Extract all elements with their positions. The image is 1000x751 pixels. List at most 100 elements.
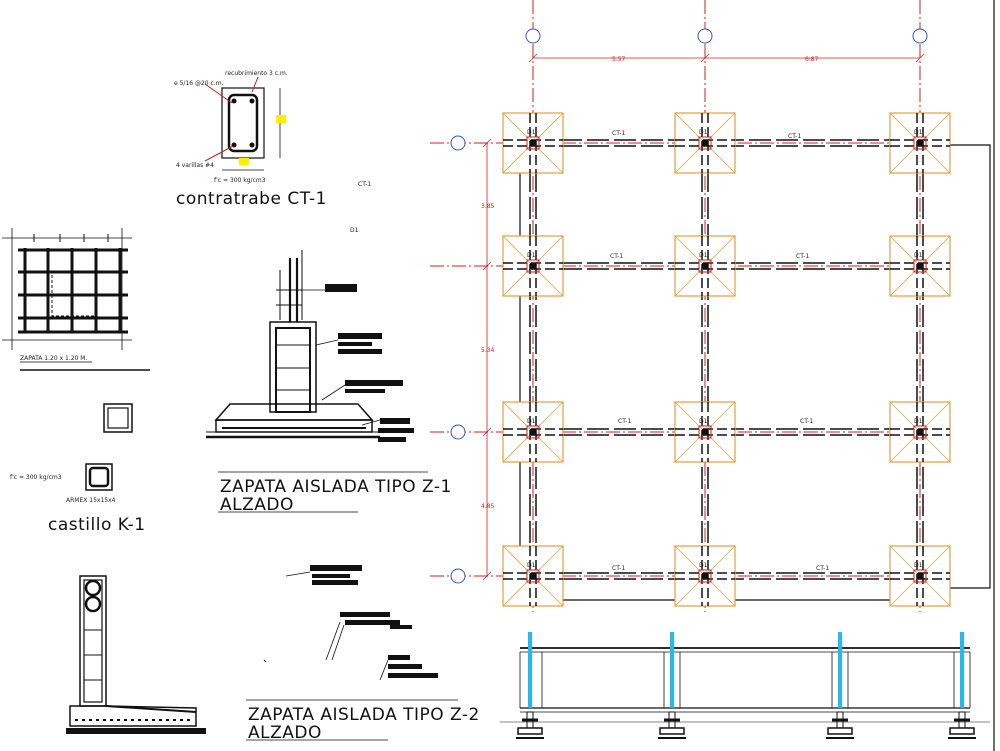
z1-elevation: ZAPATA AISLADA TIPO Z-1 ALZADO xyxy=(206,250,452,515)
footing: D1 xyxy=(502,112,564,174)
dim-label-y: 3.85 xyxy=(481,203,495,210)
castillo-title: castillo K-1 xyxy=(48,515,146,535)
bars-note: 4 varillas #4 xyxy=(176,162,214,169)
redacted-label xyxy=(345,389,385,393)
redacted-label xyxy=(345,380,403,386)
pedestal xyxy=(698,136,712,150)
redacted-label xyxy=(388,655,410,660)
loose-d1-label: D1 xyxy=(350,227,359,234)
rebar xyxy=(84,579,102,597)
z1-subtitle: ALZADO xyxy=(220,495,294,515)
beam-label: CT-1 xyxy=(610,253,623,260)
elevation-column xyxy=(670,632,674,708)
column xyxy=(917,263,923,269)
redacted-label xyxy=(340,612,390,617)
beam-label: CT-1 xyxy=(612,565,625,572)
column xyxy=(917,140,923,146)
rebar xyxy=(249,142,255,148)
z2-title: ZAPATA AISLADA TIPO Z-2 xyxy=(248,705,480,725)
footing: D1 xyxy=(889,235,951,297)
redacted-label xyxy=(390,625,412,629)
column xyxy=(702,263,708,269)
footing-label: D1 xyxy=(699,129,708,136)
footing-label: D1 xyxy=(699,562,708,569)
redacted-label xyxy=(378,437,406,442)
zapata-plan: ZAPATA 1.20 x 1.20 M. xyxy=(2,228,150,371)
dim-label-y: 5.34 xyxy=(481,347,495,354)
column xyxy=(702,429,708,435)
concrete-note: f'c = 300 kg/cm3 xyxy=(214,177,266,184)
footing: D1 xyxy=(674,235,736,297)
footing-label: D1 xyxy=(914,562,923,569)
redacted-label xyxy=(338,349,382,354)
footing-base xyxy=(949,727,975,735)
castillo-armex: ARMEX 15x15x4 xyxy=(66,497,116,504)
axis-bubble xyxy=(697,28,713,44)
column xyxy=(530,140,536,146)
beam-label: CT-1 xyxy=(796,253,809,260)
footing: D1 xyxy=(889,401,951,463)
contratrabe-title: contratrabe CT-1 xyxy=(176,189,327,209)
pedestal xyxy=(698,425,712,439)
footing-label: D1 xyxy=(914,252,923,259)
footing-label: D1 xyxy=(527,129,536,136)
rebar xyxy=(249,98,255,104)
footing-base xyxy=(517,727,543,735)
rebar xyxy=(84,595,102,613)
redacted-label xyxy=(388,673,438,678)
footing-label: D1 xyxy=(699,252,708,259)
column xyxy=(530,573,536,579)
footing-base xyxy=(827,727,853,735)
pedestal xyxy=(526,569,540,583)
column xyxy=(530,263,536,269)
castillo-concrete: f'c = 300 kg/cm3 xyxy=(10,474,62,481)
beam-label: CT-1 xyxy=(788,133,801,140)
pedestal xyxy=(526,136,540,150)
z2-elevation: ZAPATA AISLADA TIPO Z-2 ALZADO xyxy=(66,565,480,743)
pedestal xyxy=(526,425,540,439)
dim-marker xyxy=(239,158,249,165)
leader-line xyxy=(251,76,259,93)
z1-title: ZAPATA AISLADA TIPO Z-1 xyxy=(220,477,452,497)
zapata-plan-label: ZAPATA 1.20 x 1.20 M. xyxy=(20,355,87,362)
pedestal xyxy=(913,569,927,583)
pedestal xyxy=(913,136,927,150)
z2-subtitle: ALZADO xyxy=(248,723,322,743)
pedestal-cage xyxy=(275,327,311,413)
pedestal xyxy=(913,425,927,439)
castillo-outline xyxy=(103,403,133,433)
column xyxy=(702,140,708,146)
column xyxy=(917,573,923,579)
contratrabe-section: recubrimiento 3 c.m. e 5/16 @20 c.m. 4 v… xyxy=(174,70,327,209)
beam-label: CT-1 xyxy=(612,130,625,137)
pedestal xyxy=(913,259,927,273)
beam-label: CT-1 xyxy=(618,418,631,425)
redacted-label xyxy=(345,620,400,625)
loose-ct1-label: CT-1 xyxy=(358,181,371,188)
beam-stirrup xyxy=(227,93,259,153)
castillo-stirrup-2 xyxy=(88,466,110,488)
dim-label-x: 5.57 xyxy=(612,56,626,63)
redacted-label xyxy=(312,580,358,585)
rebar xyxy=(231,98,237,104)
footing-label: D1 xyxy=(699,418,708,425)
elevation-column xyxy=(960,632,964,708)
footing: D1 xyxy=(502,545,564,607)
dim-label-x: 6.87 xyxy=(805,56,819,63)
ground-hatch xyxy=(66,728,206,734)
castillo-outline-2 xyxy=(85,463,113,491)
pedestal-dashed xyxy=(51,271,97,317)
footing-base xyxy=(659,727,685,735)
footing: D1 xyxy=(502,401,564,463)
beam-label: CT-1 xyxy=(816,565,829,572)
axis-bubble xyxy=(912,28,928,44)
redacted-label xyxy=(338,342,372,346)
elevation-column xyxy=(838,632,842,708)
column xyxy=(917,429,923,435)
axis-bubble xyxy=(450,135,466,151)
footing: D1 xyxy=(502,235,564,297)
redacted-label xyxy=(312,574,350,578)
elevation-column xyxy=(528,632,532,708)
cover-note: recubrimiento 3 c.m. xyxy=(225,70,288,77)
